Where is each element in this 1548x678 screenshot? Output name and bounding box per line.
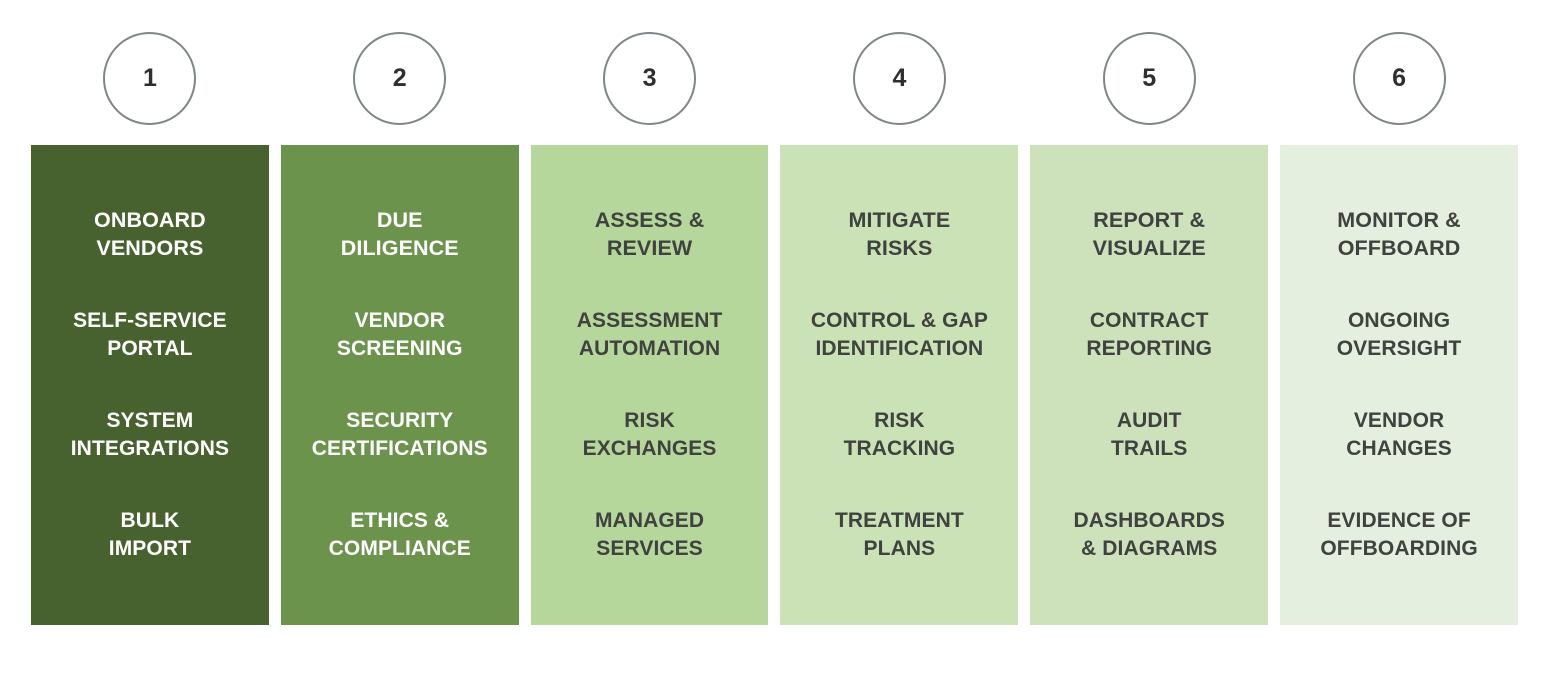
stage-3-item-3: MANAGED SERVICES: [594, 508, 705, 560]
step-number-3: 3: [642, 64, 657, 92]
stage-panel-2: DUE DILIGENCE VENDOR SCREENING SECURITY …: [280, 145, 519, 625]
process-stage-column-1: 1 ONBOARD VENDORS SELF-SERVICE PORTAL SY…: [31, 0, 269, 678]
step-number-5: 5: [1142, 64, 1157, 92]
step-number-2: 2: [392, 64, 407, 92]
stage-6-title: MONITOR & OFFBOARD: [1337, 207, 1461, 260]
step-number-6: 6: [1392, 64, 1406, 92]
step-badge-4: 4: [852, 32, 946, 125]
stage-panel-4: MITIGATE RISKS CONTROL & GAP IDENTIFICAT…: [780, 145, 1019, 625]
step-number-1: 1: [142, 64, 157, 92]
process-stage-column-4: 4 MITIGATE RISKS CONTROL & GAP IDENTIFIC…: [780, 0, 1019, 678]
stage-3-item-2: RISK EXCHANGES: [582, 408, 717, 460]
stage-1-title: ONBOARD VENDORS: [94, 207, 206, 260]
step-number-4: 4: [892, 64, 907, 92]
stage-5-title: REPORT & VISUALIZE: [1092, 207, 1206, 260]
stage-1-item-1: SELF-SERVICE PORTAL: [73, 308, 227, 360]
stage-1-item-3: BULK IMPORT: [108, 508, 192, 560]
process-stage-columns: 1 ONBOARD VENDORS SELF-SERVICE PORTAL SY…: [31, 0, 1518, 678]
process-stage-column-2: 2 DUE DILIGENCE VENDOR SCREENING SECURIT…: [280, 0, 519, 678]
step-badge-3: 3: [603, 32, 697, 125]
step-badge-6: 6: [1352, 32, 1446, 125]
stage-6-item-1: ONGOING OVERSIGHT: [1336, 308, 1462, 360]
stage-5-item-3: DASHBOARDS & DIAGRAMS: [1073, 508, 1225, 560]
stage-panel-1: ONBOARD VENDORS SELF-SERVICE PORTAL SYST…: [31, 145, 269, 625]
step-badge-5: 5: [1102, 32, 1196, 125]
stage-6-item-3: EVIDENCE OF OFFBOARDING: [1320, 508, 1478, 560]
stage-2-item-1: VENDOR SCREENING: [336, 308, 463, 360]
stage-2-title: DUE DILIGENCE: [340, 207, 459, 260]
process-stage-column-6: 6 MONITOR & OFFBOARD ONGOING OVERSIGHT V…: [1280, 0, 1518, 678]
step-badge-2: 2: [353, 32, 447, 125]
stage-2-item-2: SECURITY CERTIFICATIONS: [311, 408, 488, 460]
step-badge-1: 1: [103, 32, 197, 125]
stage-panel-3: ASSESS & REVIEW ASSESSMENT AUTOMATION RI…: [530, 145, 769, 625]
stage-2-item-3: ETHICS & COMPLIANCE: [328, 508, 471, 560]
stage-panel-5: REPORT & VISUALIZE CONTRACT REPORTING AU…: [1030, 145, 1269, 625]
stage-4-item-3: TREATMENT PLANS: [834, 508, 964, 560]
stage-4-item-2: RISK TRACKING: [843, 408, 956, 460]
stage-panel-6: MONITOR & OFFBOARD ONGOING OVERSIGHT VEN…: [1280, 145, 1518, 625]
stage-3-title: ASSESS & REVIEW: [594, 207, 705, 260]
stage-1-item-2: SYSTEM INTEGRATIONS: [70, 408, 230, 460]
stage-4-title: MITIGATE RISKS: [848, 207, 951, 260]
process-stage-column-3: 3 ASSESS & REVIEW ASSESSMENT AUTOMATION …: [530, 0, 769, 678]
stage-5-item-1: CONTRACT REPORTING: [1086, 308, 1213, 360]
stage-6-item-2: VENDOR CHANGES: [1346, 408, 1452, 460]
stage-4-item-1: CONTROL & GAP IDENTIFICATION: [810, 308, 988, 360]
stage-5-item-2: AUDIT TRAILS: [1111, 408, 1188, 460]
stage-3-item-1: ASSESSMENT AUTOMATION: [576, 308, 723, 360]
process-stage-column-5: 5 REPORT & VISUALIZE CONTRACT REPORTING …: [1030, 0, 1269, 678]
